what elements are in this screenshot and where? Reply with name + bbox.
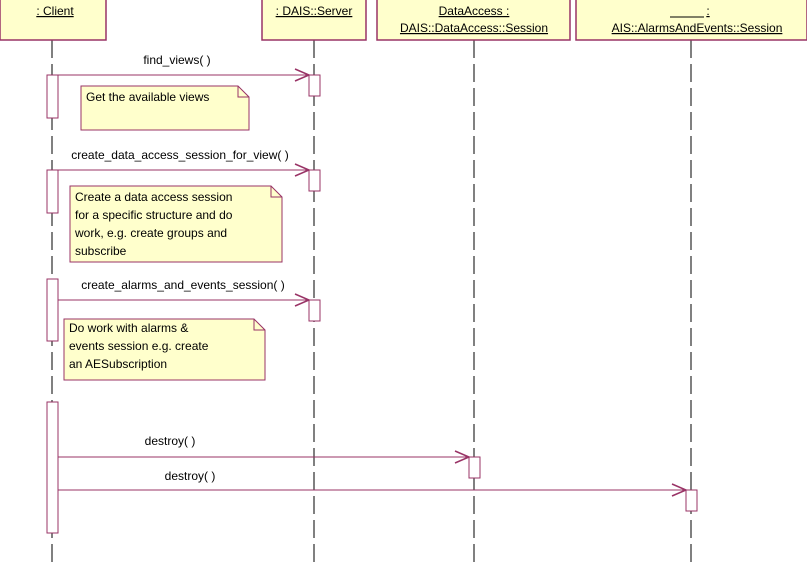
lifeline-name-line-1: : bbox=[706, 4, 709, 18]
note-fold bbox=[270, 186, 282, 198]
activation-server-3 bbox=[308, 299, 321, 322]
note-alarms-events-work[interactable]: Do work with alarms & events session e.g… bbox=[63, 318, 266, 381]
message-find-views[interactable]: find_views( ) bbox=[58, 53, 311, 82]
activation-da-session bbox=[468, 456, 481, 479]
lifeline-name: : Client bbox=[36, 4, 74, 18]
lifeline-header-ae-session[interactable]: : AIS::AlarmsAndEvents::Session bbox=[575, 0, 807, 41]
message-destroy-da-session[interactable]: destroy( ) bbox=[58, 434, 471, 464]
arrowhead-icon bbox=[294, 293, 311, 307]
note-text-line: subscribe bbox=[75, 244, 127, 258]
note-text-line: Get the available views bbox=[86, 90, 209, 104]
activation-server-2 bbox=[308, 169, 321, 192]
arrowhead-icon bbox=[294, 68, 311, 82]
note-text-line: for a specific structure and do bbox=[75, 208, 233, 222]
message-label: destroy( ) bbox=[165, 469, 216, 483]
activation-client-4 bbox=[46, 401, 59, 534]
activation-client-2 bbox=[46, 169, 59, 214]
activation-ae-session bbox=[685, 489, 698, 512]
note-get-available-views[interactable]: Get the available views bbox=[80, 85, 250, 131]
note-fold bbox=[237, 86, 249, 98]
activation-bars bbox=[46, 74, 698, 534]
lifeline-name-line-1: DataAccess : bbox=[439, 4, 510, 18]
message-label: create_data_access_session_for_view( ) bbox=[71, 148, 288, 162]
arrowhead-icon bbox=[294, 163, 311, 177]
note-shape bbox=[69, 185, 283, 263]
activation-client-3 bbox=[46, 278, 59, 342]
lifeline-name: : DAIS::Server bbox=[276, 4, 353, 18]
arrowhead-icon bbox=[454, 450, 471, 464]
note-text-line: an AESubscription bbox=[69, 357, 167, 371]
message-label: find_views( ) bbox=[143, 53, 210, 67]
note-text-line: Do work with alarms & bbox=[69, 321, 188, 335]
message-destroy-ae-session[interactable]: destroy( ) bbox=[58, 469, 688, 497]
message-label: create_alarms_and_events_session( ) bbox=[81, 278, 284, 292]
lifeline-name-line-2: AIS::AlarmsAndEvents::Session bbox=[612, 21, 783, 35]
activation-client-1 bbox=[46, 74, 59, 119]
lifeline-name-line-2: DAIS::DataAccess::Session bbox=[400, 21, 548, 35]
activation-server-1 bbox=[308, 74, 321, 97]
lifeline-box bbox=[0, 0, 107, 41]
message-label: destroy( ) bbox=[145, 434, 196, 448]
message-create-data-access-session[interactable]: create_data_access_session_for_view( ) bbox=[58, 148, 311, 177]
lifeline-box bbox=[261, 0, 367, 41]
note-data-access-session[interactable]: Create a data access session for a speci… bbox=[69, 185, 283, 263]
note-shape bbox=[63, 318, 266, 381]
note-fold bbox=[253, 319, 265, 331]
lifeline-box bbox=[376, 0, 571, 41]
arrowhead-icon bbox=[671, 483, 688, 497]
note-text-line: work, e.g. create groups and bbox=[74, 226, 227, 240]
note-text-line: Create a data access session bbox=[75, 190, 232, 204]
lifeline-header-client[interactable]: : Client bbox=[0, 0, 107, 41]
lifeline-header-da-session[interactable]: DataAccess : DAIS::DataAccess::Session bbox=[376, 0, 571, 41]
message-create-alarms-events-session[interactable]: create_alarms_and_events_session( ) bbox=[58, 278, 311, 307]
note-shape bbox=[80, 85, 250, 131]
note-text-line: events session e.g. create bbox=[69, 339, 209, 353]
lifeline-box bbox=[575, 0, 807, 41]
lifeline-header-server[interactable]: : DAIS::Server bbox=[261, 0, 367, 41]
